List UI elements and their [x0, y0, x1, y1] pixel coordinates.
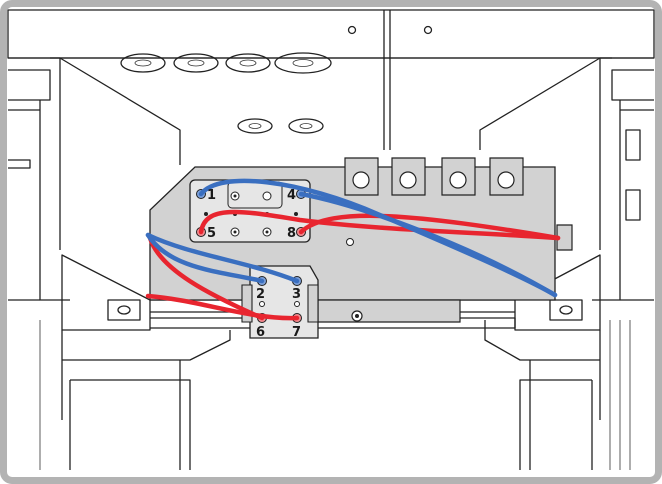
blue-wires — [145, 178, 558, 298]
terminal-label-8: 8 — [287, 226, 296, 241]
terminal-label-7: 7 — [292, 325, 301, 340]
red-wire-6 — [147, 235, 265, 321]
blue-wire-4 — [298, 191, 558, 298]
side-knob — [556, 224, 573, 251]
terminal-label-1: 1 — [207, 188, 216, 203]
red-wire-7 — [145, 293, 300, 321]
terminal-label-5: 5 — [207, 226, 216, 241]
terminal-label-2: 2 — [256, 287, 265, 302]
terminal-label-4: 4 — [287, 188, 296, 203]
grommet-row-middle — [237, 118, 324, 134]
grommet-row-top — [120, 52, 332, 74]
blue-wire-2 — [145, 232, 265, 284]
blue-wire-3 — [145, 232, 300, 284]
terminal-label-6: 6 — [256, 325, 265, 340]
screw-terminals — [204, 191, 298, 237]
plate-slot-tabs — [344, 157, 524, 196]
terminal-labels: 1 4 5 8 2 3 6 7 — [207, 188, 301, 340]
terminal-label-3: 3 — [292, 287, 301, 302]
